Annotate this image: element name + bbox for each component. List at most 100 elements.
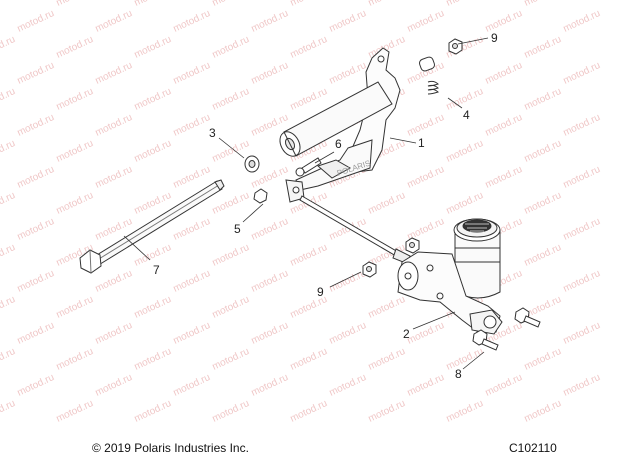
watermark-text: motod.ru xyxy=(445,0,485,9)
watermark-text: motod.ru xyxy=(562,112,602,139)
watermark-text: motod.ru xyxy=(328,8,368,35)
watermark-text: motod.ru xyxy=(172,320,212,347)
bolt-part-8-lower xyxy=(472,329,499,351)
watermark-text: motod.ru xyxy=(328,372,368,399)
watermark-text: motod.ru xyxy=(445,138,485,165)
watermark-text: motod.ru xyxy=(94,164,134,191)
watermark-text: motod.ru xyxy=(250,216,290,243)
watermark-text: motod.ru xyxy=(250,8,290,35)
watermark-text: motod.ru xyxy=(211,242,251,269)
watermark-text: motod.ru xyxy=(55,190,95,217)
watermark-text: motod.ru xyxy=(0,34,17,61)
callout-4: 4 xyxy=(463,108,470,122)
master-cylinder-part-2 xyxy=(397,218,503,335)
watermark-text: motod.ru xyxy=(523,0,563,9)
watermark-text: motod.ru xyxy=(484,372,524,399)
callout-1: 1 xyxy=(418,136,425,150)
watermark-text: motod.ru xyxy=(16,8,56,35)
watermark-text: motod.ru xyxy=(523,398,563,425)
pushrod xyxy=(285,179,411,265)
watermark-text: motod.ru xyxy=(0,0,17,9)
watermark-text: motod.ru xyxy=(562,164,602,191)
watermark-text: motod.ru xyxy=(289,86,329,113)
watermark-text: motod.ru xyxy=(0,138,17,165)
watermark-text: motod.ru xyxy=(172,60,212,87)
watermark-text: motod.ru xyxy=(0,242,17,269)
callout-9-top: 9 xyxy=(491,31,498,45)
watermark-text: motod.ru xyxy=(523,138,563,165)
watermark-text: motod.ru xyxy=(172,112,212,139)
watermark-text: motod.ru xyxy=(250,372,290,399)
watermark-text: motod.ru xyxy=(367,294,407,321)
watermark-text: motod.ru xyxy=(562,372,602,399)
watermark-text: motod.ru xyxy=(94,372,134,399)
watermark-text: motod.ru xyxy=(289,34,329,61)
watermark-text: motod.ru xyxy=(133,86,173,113)
watermark-text: motod.ru xyxy=(484,164,524,191)
watermark-text: motod.ru xyxy=(328,320,368,347)
watermark-text: motod.ru xyxy=(211,294,251,321)
watermark-text: motod.ru xyxy=(523,190,563,217)
watermark-text: motod.ru xyxy=(250,268,290,295)
watermark-text: motod.ru xyxy=(16,268,56,295)
watermark-text: motod.ru xyxy=(0,346,17,373)
nut-part-9-mid xyxy=(405,237,420,254)
watermark-text: motod.ru xyxy=(55,138,95,165)
nut-part-9-top xyxy=(448,38,463,55)
leader-lines xyxy=(123,37,489,370)
watermark-text: motod.ru xyxy=(367,398,407,425)
nut-part-9-left xyxy=(362,261,377,278)
watermark-text: motod.ru xyxy=(406,8,446,35)
watermark-text: motod.ru xyxy=(367,0,407,9)
watermark-text: motod.ru xyxy=(55,294,95,321)
callout-3: 3 xyxy=(209,126,216,140)
watermark-text: motod.ru xyxy=(172,164,212,191)
watermark-text: motod.ru xyxy=(367,190,407,217)
watermark-text: motod.ru xyxy=(0,294,17,321)
watermark-text: motod.ru xyxy=(133,398,173,425)
watermark-text: motod.ru xyxy=(250,60,290,87)
watermark-text: motod.ru xyxy=(523,346,563,373)
watermark-text: motod.ru xyxy=(445,190,485,217)
callout-2: 2 xyxy=(403,327,410,341)
watermark-text: motod.ru xyxy=(289,398,329,425)
watermark-text: motod.ru xyxy=(211,86,251,113)
watermark-text: motod.ru xyxy=(94,8,134,35)
watermark-text: motod.ru xyxy=(55,0,95,9)
watermark-text: motod.ru xyxy=(16,112,56,139)
watermark-text: motod.ru xyxy=(484,112,524,139)
watermark-text: motod.ru xyxy=(562,8,602,35)
callout-6: 6 xyxy=(335,137,342,151)
watermark-text: motod.ru xyxy=(0,86,17,113)
watermark-text: motod.ru xyxy=(133,294,173,321)
spring-part-4 xyxy=(418,56,439,95)
watermark-text: motod.ru xyxy=(211,34,251,61)
watermark-text: motod.ru xyxy=(172,8,212,35)
watermark-text: motod.ru xyxy=(55,34,95,61)
watermark-text: motod.ru xyxy=(328,60,368,87)
watermark-text: motod.ru xyxy=(211,346,251,373)
watermark-text: motod.ru xyxy=(250,320,290,347)
callouts: 1 2 3 4 5 6 7 8 9 9 xyxy=(153,31,498,381)
watermark-text: motod.ru xyxy=(562,320,602,347)
watermark-text: motod.ru xyxy=(16,372,56,399)
callout-5: 5 xyxy=(234,222,241,236)
watermark-text: motod.ru xyxy=(484,8,524,35)
spacer-part-3 xyxy=(244,155,260,173)
watermark-text: motod.ru xyxy=(484,60,524,87)
watermark-text: motod.ru xyxy=(445,398,485,425)
watermark-text: motod.ru xyxy=(289,242,329,269)
watermark-text: motod.ru xyxy=(94,60,134,87)
watermark-text: motod.ru xyxy=(523,86,563,113)
watermark-text: motod.ru xyxy=(133,34,173,61)
watermark-text: motod.ru xyxy=(211,0,251,9)
callout-9-left: 9 xyxy=(317,285,324,299)
watermark-text: motod.ru xyxy=(211,138,251,165)
watermark-text: motod.ru xyxy=(172,372,212,399)
watermark-text: motod.ru xyxy=(0,398,17,425)
copyright-notice: © 2019 Polaris Industries Inc. xyxy=(92,441,249,455)
pedal-bracket-part-1: POLARIS xyxy=(279,47,401,191)
watermark-text: motod.ru xyxy=(523,34,563,61)
watermark-text: motod.ru xyxy=(55,398,95,425)
